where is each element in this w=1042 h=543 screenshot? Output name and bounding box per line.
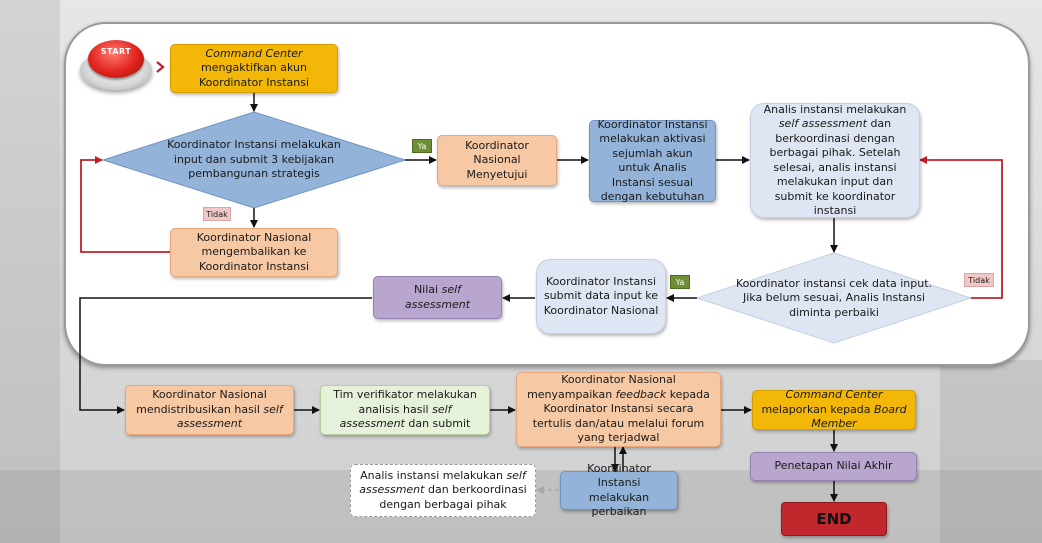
start-button-cap: [88, 40, 144, 78]
node-report-em-2: Board Member: [811, 402, 907, 431]
start-button[interactable]: START: [80, 38, 152, 92]
node-analyst-note: Analis instansi melakukan self assessmen…: [350, 464, 536, 517]
node-national-feedback: Koordinator Nasional menyampaikan feedba…: [516, 372, 721, 447]
node-decision-check: Koordinator instansi cek data input. Jik…: [735, 276, 933, 319]
node-command-center-activate-text: mengaktifkan akun Koordinator Instansi: [198, 61, 310, 89]
node-end: END: [781, 502, 887, 536]
node-distribute-text: Koordinator Nasional mendistribusikan ha…: [136, 388, 267, 416]
node-analyst-self-assessment: Analis instansi melakukan self assessmen…: [750, 103, 920, 218]
node-instansi-repair: Koordinator Instansi melakukan perbaikan: [560, 462, 678, 518]
tag-ya-submit: Ya: [670, 275, 690, 289]
node-verifier-analysis: Tim verifikator melakukan analisis hasil…: [320, 385, 490, 435]
node-analyst-text-1: Analis instansi melakukan: [763, 102, 907, 116]
node-note-em: self assessment: [359, 468, 526, 497]
node-analyst-text-2: dan berkoordinasi dengan berbagai pihak.…: [769, 117, 901, 217]
tag-ya-approve: Ya: [412, 139, 432, 153]
background-shade-right: [940, 360, 1042, 543]
node-instansi-submit: Koordinator Instansi submit data input k…: [536, 259, 666, 334]
node-verifier-em: self assessment: [339, 402, 452, 431]
node-verifier-text-2: dan submit: [404, 417, 471, 431]
node-instansi-activate: Koordinator Instansi melakukan aktivasi …: [589, 118, 716, 203]
node-report-text: melaporkan kepada: [761, 402, 875, 416]
node-nilai-self-assessment: Nilai self assessment: [373, 276, 502, 319]
node-national-return: Koordinator Nasional mengembalikan ke Ko…: [170, 228, 338, 277]
node-decision-submit: Koordinator Instansi melakukan input dan…: [167, 138, 341, 181]
node-national-distribute: Koordinator Nasional mendistribusikan ha…: [125, 385, 294, 435]
node-nilai-em: self assessment: [404, 283, 471, 311]
node-command-center-activate: Command Center mengaktifkan akun Koordin…: [170, 44, 338, 93]
node-nilai-text: Nilai: [413, 283, 442, 296]
start-label: START: [100, 47, 132, 56]
node-national-approve: Koordinator Nasional Menyetujui: [437, 135, 557, 186]
node-distribute-em: self assessment: [176, 402, 283, 431]
node-note-text-1: Analis instansi melakukan: [360, 468, 507, 482]
node-command-center-activate-em: Command Center: [205, 46, 303, 60]
node-feedback-em: feedback: [615, 387, 667, 401]
background-shade-left: [0, 0, 60, 543]
tag-tidak-check: Tidak: [964, 273, 994, 287]
node-report-em-1: Command Center: [785, 388, 883, 402]
node-feedback-text-1: Koordinator Nasional menyampaikan: [527, 373, 676, 401]
tag-tidak-return: Tidak: [203, 207, 231, 221]
node-verifier-text-1: Tim verifikator melakukan analisis hasil: [333, 388, 477, 416]
node-command-center-report: Command Center melaporkan kepada Board M…: [752, 388, 916, 431]
node-feedback-text-2: kepada Koordinator Instansi secara tertu…: [532, 387, 710, 445]
node-final-score: Penetapan Nilai Akhir: [750, 452, 917, 481]
node-note-text-2: dan berkoordinasi dengan berbagai pihak: [379, 483, 527, 511]
node-analyst-em: self assessment: [778, 117, 867, 130]
